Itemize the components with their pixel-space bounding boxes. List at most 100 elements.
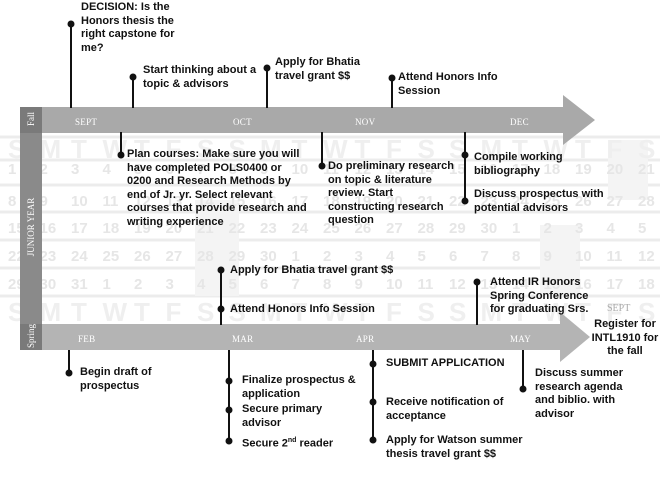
calendar-weekday: S xyxy=(638,134,656,164)
calendar-weekday: S xyxy=(228,297,246,327)
fall-note-preliminary: Do preliminary research on topic & liter… xyxy=(328,160,454,226)
fall-note-start-thinking: Start thinking about a topic & advisors xyxy=(143,64,257,90)
calendar-day: 6 xyxy=(260,276,269,293)
calendar-weekday: F xyxy=(386,297,402,327)
calendar-weekday: T xyxy=(71,297,87,327)
calendar-day: 30 xyxy=(480,220,498,237)
calendar-day: 6 xyxy=(449,248,458,265)
calendar-day: 11 xyxy=(606,248,623,265)
calendar-weekday: S xyxy=(228,134,246,164)
calendar-day: 23 xyxy=(480,193,498,210)
dot xyxy=(217,266,225,274)
calendar-weekday: W xyxy=(323,134,348,164)
calendar-weekday: T xyxy=(575,297,591,327)
second-reader-sup: nd xyxy=(287,437,297,444)
calendar-day: 25 xyxy=(323,220,340,237)
spring-note-ir-conference: Attend IR Honors Spring Conference for g… xyxy=(490,276,589,315)
fall-note-bhatia: Apply for Bhatia travel grant $$ xyxy=(275,56,360,82)
calendar-day: 19 xyxy=(134,220,151,237)
calendar-weekday: M xyxy=(39,134,62,164)
calendar-day: 7 xyxy=(291,276,300,293)
calendar-day: 17 xyxy=(606,276,624,293)
calendar-day: 6 xyxy=(165,161,174,178)
calendar-day: 18 xyxy=(323,193,340,210)
dot xyxy=(117,151,125,159)
calendar-day: 19 xyxy=(575,161,592,178)
calendar-weekday: W xyxy=(102,297,128,327)
calendar-day: 11 xyxy=(102,193,119,210)
calendar-weekday: T xyxy=(354,134,371,164)
calendar-day: 4 xyxy=(197,276,206,293)
spring-note-draft: Begin draft of prospectus xyxy=(80,366,152,392)
dot xyxy=(369,360,377,368)
calendar-day: 17 xyxy=(291,193,309,210)
second-reader-tail: reader xyxy=(296,437,334,450)
calendar-day: 23 xyxy=(39,248,57,265)
calendar-day: 3 xyxy=(354,248,363,265)
calendar-day: 12 xyxy=(449,276,466,293)
calendar-day: 4 xyxy=(102,161,111,178)
calendar-weekday: F xyxy=(165,297,182,327)
calendar-weekday: F xyxy=(386,134,402,164)
calendar-day: 9 xyxy=(354,276,363,293)
calendar-day: 31 xyxy=(71,276,88,293)
spring-sidebar xyxy=(20,324,42,350)
calendar-day: 28 xyxy=(417,220,435,237)
calendar-day: 27 xyxy=(386,220,403,237)
calendar-day: 24 xyxy=(512,193,529,210)
calendar-weekday: S xyxy=(417,134,435,164)
month-oct: OCT xyxy=(233,117,252,127)
dot xyxy=(369,436,377,444)
calendar-day: 28 xyxy=(197,248,214,265)
calendar-day: 26 xyxy=(354,220,372,237)
dot xyxy=(461,197,469,205)
calendar-day: 3 xyxy=(71,161,80,178)
calendar-day: 13 xyxy=(386,161,403,178)
calendar-weekday: T xyxy=(291,134,308,164)
calendar-day: 26 xyxy=(575,193,592,210)
dot xyxy=(519,385,527,393)
calendar-day: 27 xyxy=(606,193,624,210)
dot xyxy=(473,278,481,286)
calendar-day: 5 xyxy=(417,248,426,265)
calendar-day: 29 xyxy=(449,220,466,237)
calendar-day: 18 xyxy=(102,220,120,237)
calendar-day: 9 xyxy=(543,248,552,265)
calendar-day: 8 xyxy=(228,161,237,178)
calendar-weekday: T xyxy=(134,297,150,327)
calendar-weekday: W xyxy=(323,297,348,327)
dot xyxy=(388,74,396,82)
fall-label: Fall xyxy=(26,112,36,127)
calendar-day: 17 xyxy=(512,161,529,178)
spring-note-info-session: Attend Honors Info Session xyxy=(230,303,375,315)
spring-note-summer: Discuss summer research agenda and bibli… xyxy=(535,367,624,420)
calendar-day: 16 xyxy=(575,276,592,293)
spring-note-primary-advisor: Secure primary advisor xyxy=(242,403,323,429)
calendar-day: 1 xyxy=(102,276,111,293)
calendar-day: 7 xyxy=(197,161,206,178)
dot xyxy=(129,73,137,81)
fall-note-prospectus: Discuss prospectus with potential adviso… xyxy=(474,188,604,214)
calendar-day: 1 xyxy=(512,220,521,237)
calendar-day: 5 xyxy=(134,161,143,178)
calendar-weekday: S xyxy=(417,297,435,327)
calendar-day: 2 xyxy=(543,220,552,237)
calendar-day: 26 xyxy=(134,248,151,265)
month-nov: NOV xyxy=(355,117,376,127)
calendar-day: 12 xyxy=(134,193,151,210)
calendar-day: 25 xyxy=(543,193,561,210)
calendar-day: 22 xyxy=(228,220,246,237)
calendar-weekday: T xyxy=(512,134,528,164)
calendar-day: 20 xyxy=(165,220,183,237)
calendar-day: 16 xyxy=(480,161,498,178)
calendar-weekday: T xyxy=(134,134,150,164)
calendar-day: 27 xyxy=(165,248,183,265)
calendar-weekday: M xyxy=(480,134,503,164)
month-apr: APR xyxy=(356,334,375,344)
month-feb: FEB xyxy=(78,334,96,344)
calendar-day: 15 xyxy=(228,193,246,210)
calendar-weekday: S xyxy=(449,297,467,327)
calendar-day: 11 xyxy=(417,276,434,293)
calendar-day: 21 xyxy=(638,161,655,178)
calendar-day: 10 xyxy=(386,276,403,293)
